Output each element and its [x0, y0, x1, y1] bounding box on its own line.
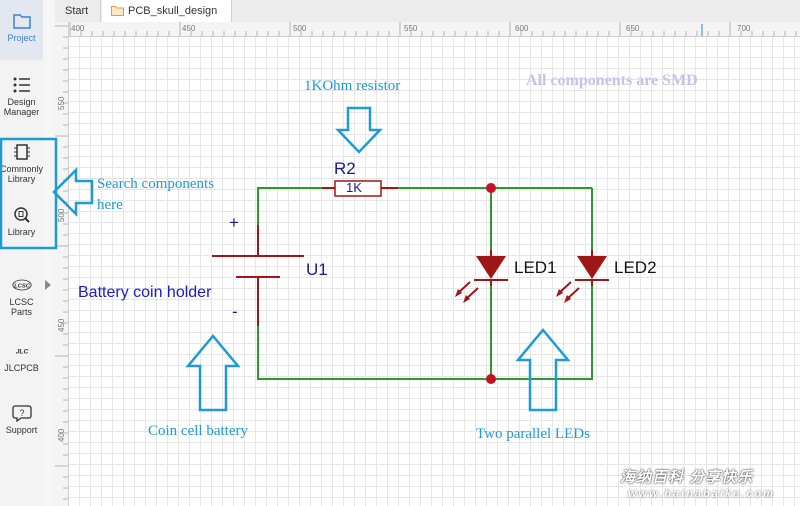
ruler-tick-label: 700 — [737, 24, 751, 33]
schematic-canvas[interactable] — [69, 37, 800, 506]
sidebar-item-library[interactable]: Library — [0, 206, 43, 237]
tab-pcb-skull-design[interactable]: PCB_skull_design — [102, 0, 232, 22]
resistor-value-label: 1K — [346, 180, 362, 195]
battery-minus-label: - — [232, 302, 238, 321]
ruler-tick-label: 450 — [182, 24, 196, 33]
sidebar-item-design-manager[interactable]: Design Manager — [0, 76, 43, 117]
sidebar-label-design-manager: Design Manager — [3, 97, 40, 117]
battery-plus-label: + — [229, 213, 239, 232]
sidebar-label-lcsc-parts: LCSC Parts — [9, 297, 34, 317]
led1-ref-label: LED1 — [514, 258, 557, 277]
ruler-left: 550 500 450 400 — [55, 22, 69, 506]
ruler-tick-label: 500 — [57, 208, 66, 222]
chip-icon — [13, 144, 30, 160]
tab-bar: Start PCB_skull_design — [55, 0, 800, 23]
tab-label: PCB_skull_design — [128, 5, 218, 17]
svg-text:JLC: JLC — [15, 349, 28, 356]
ruler-tick-label: 500 — [293, 24, 307, 33]
ruler-tick-label: 550 — [404, 24, 418, 33]
ruler-tick-label: 600 — [515, 24, 529, 33]
led2-ref-label: LED2 — [614, 258, 657, 277]
sidebar-item-commonly-library[interactable]: Commonly Library — [0, 143, 43, 184]
search-icon — [13, 207, 30, 223]
sidebar-label-project: Project — [7, 33, 36, 43]
annotation-smd-note: All components are SMD — [526, 72, 698, 89]
annotation-coin-cell: Coin cell battery — [148, 423, 248, 439]
ruler-top: 400 450 500 550 600 650 700 — [68, 22, 800, 37]
battery-ref-label: U1 — [306, 260, 328, 279]
tab-start[interactable]: Start — [55, 0, 101, 22]
sidebar-label-support: Support — [5, 425, 38, 435]
ruler-tick-label: 400 — [57, 428, 66, 442]
sidebar-item-jlcpcb[interactable]: JLC JLCPCB — [0, 342, 43, 374]
svg-text:?: ? — [19, 408, 24, 418]
sidebar-item-lcsc-parts[interactable]: LCSC LCSC Parts — [0, 276, 43, 317]
annotation-search-line2: here — [97, 197, 123, 213]
folder-icon — [12, 14, 31, 29]
ruler-left-ticks: 550 500 450 400 — [55, 25, 68, 500]
annotation-search-line1: Search components — [97, 176, 215, 192]
watermark-text: 海纳百科 分享快乐 — [620, 469, 754, 486]
annotation-leds: Two parallel LEDs — [476, 426, 590, 442]
sidebar-item-support[interactable]: ? Support — [0, 404, 43, 435]
sidebar-item-project[interactable]: Project — [0, 0, 43, 60]
left-sidebar: Project Design Manager Commonly Library … — [0, 0, 44, 506]
list-icon — [13, 77, 30, 93]
sidebar-label-commonly-library: Commonly Library — [0, 164, 44, 184]
sidebar-label-library: Library — [7, 227, 36, 237]
ruler-tick-label: 400 — [71, 24, 85, 33]
expand-arrow-icon — [45, 280, 51, 290]
resistor-ref-label: R2 — [334, 159, 356, 178]
ruler-tick-label: 450 — [57, 318, 66, 332]
sidebar-label-jlcpcb: JLCPCB — [4, 363, 39, 373]
lcsc-icon: LCSC — [11, 279, 32, 291]
battery-holder-label: Battery coin holder — [78, 284, 212, 301]
folder-icon — [111, 6, 124, 16]
annotation-resistor: 1KOhm resistor — [304, 78, 401, 94]
svg-text:LCSC: LCSC — [14, 284, 31, 290]
ruler-tick-label: 650 — [626, 24, 640, 33]
watermark-url: www.hainabaike.com — [628, 488, 775, 500]
ruler-top-ticks: 400 450 500 550 600 650 700 — [69, 22, 797, 36]
jlc-icon: JLC — [15, 349, 28, 356]
ruler-tick-label: 550 — [57, 96, 66, 110]
help-icon: ? — [11, 405, 32, 422]
